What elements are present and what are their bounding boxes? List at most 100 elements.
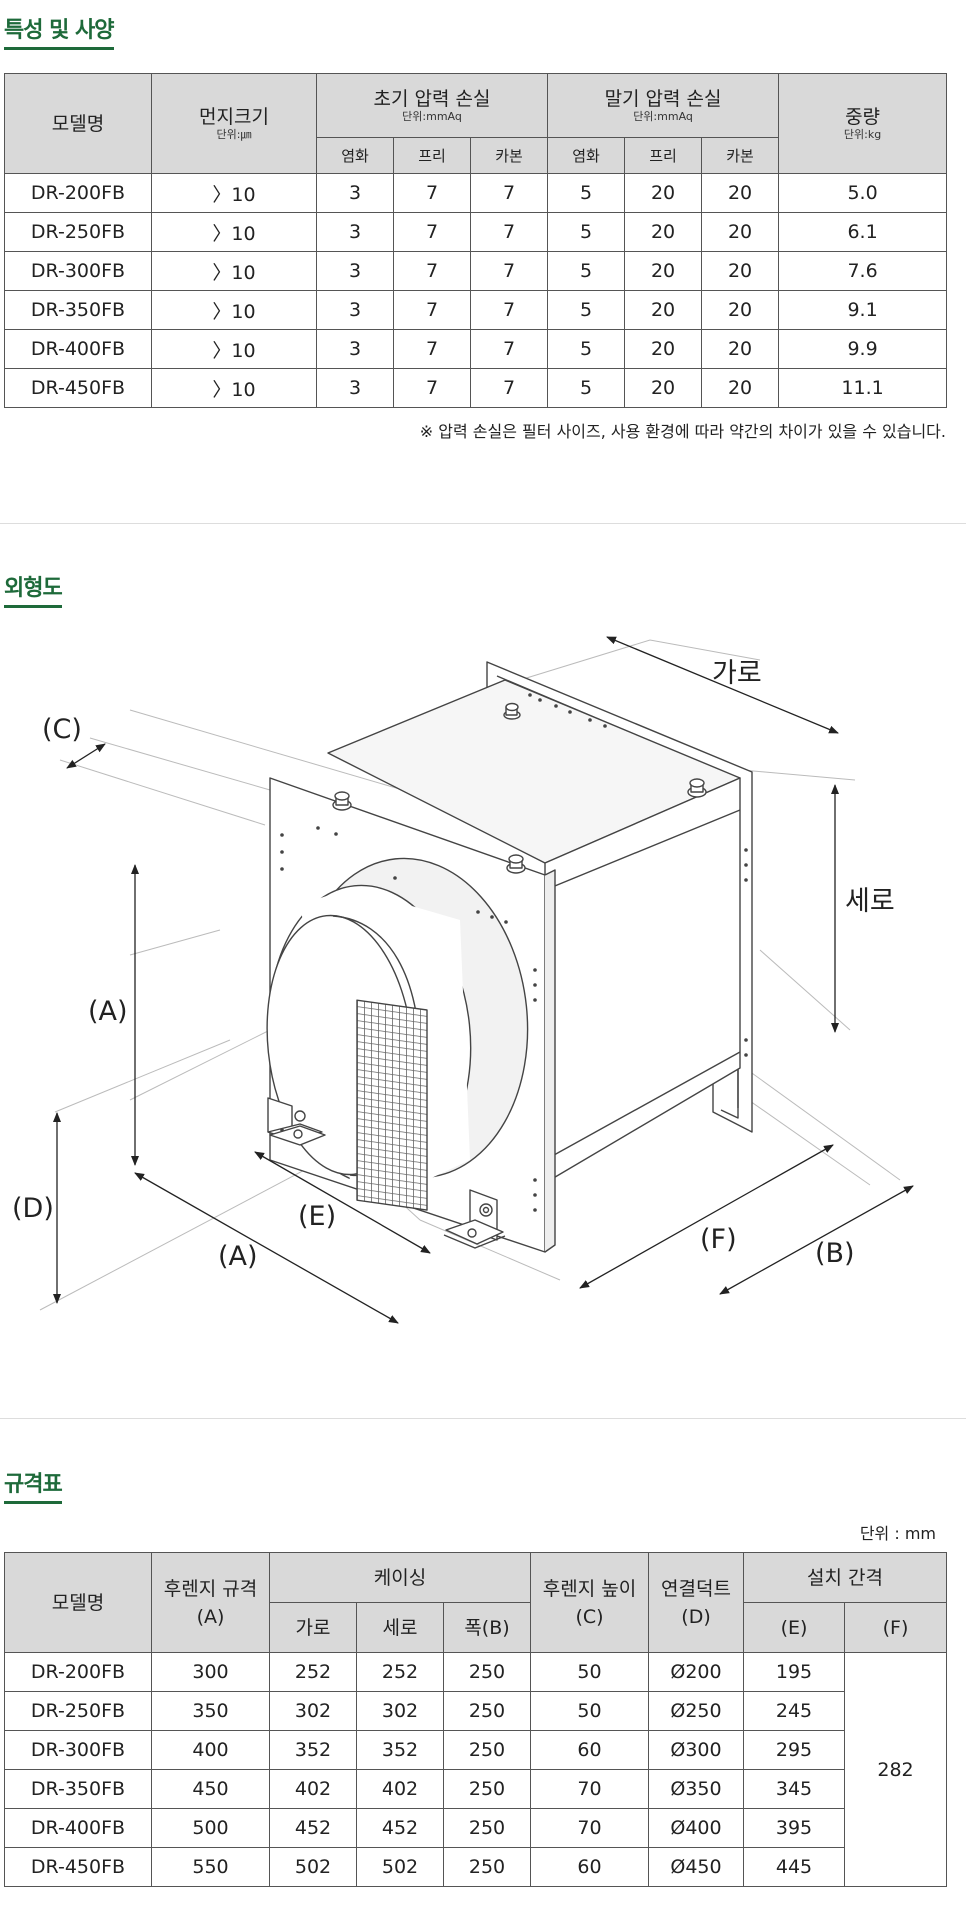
spec-cell: 3	[316, 290, 394, 330]
size-cell: 350	[151, 1691, 270, 1731]
size-header-casing-width: 가로	[269, 1602, 357, 1653]
size-cell: 502	[356, 1847, 444, 1887]
spec-cell: 7	[393, 368, 471, 408]
size-cell: DR-300FB	[4, 1730, 152, 1770]
size-cell-gap-f: 282	[844, 1652, 948, 1887]
spec-cell: 7	[469, 329, 549, 369]
size-cell: DR-400FB	[4, 1808, 152, 1848]
dim-b-label: (B)	[815, 1238, 855, 1269]
size-cell: 300	[151, 1652, 270, 1692]
spec-cell: 〉10	[151, 290, 317, 330]
size-cell: 252	[269, 1652, 357, 1692]
spec-cell: 20	[624, 173, 703, 213]
size-unit-label: 단위 : mm	[859, 1524, 936, 1543]
spec-header-model: 모델명	[4, 73, 152, 174]
size-cell: 250	[442, 1847, 532, 1887]
dim-f-label: (F)	[700, 1224, 737, 1255]
dim-c-line	[66, 743, 106, 769]
size-cell: 295	[743, 1730, 846, 1770]
size-cell: Ø300	[648, 1730, 745, 1770]
spec-cell: 6.1	[778, 212, 948, 252]
panel-holes	[280, 693, 748, 1212]
size-header-gap: 설치 간격	[743, 1552, 948, 1603]
spec-cell: 20	[701, 251, 780, 291]
size-header-model: 모델명	[4, 1552, 152, 1653]
dim-e-label: (E)	[298, 1201, 336, 1232]
size-cell: 250	[442, 1730, 532, 1770]
spec-cell: DR-450FB	[4, 368, 152, 408]
title-underline	[4, 47, 114, 50]
size-cell: DR-250FB	[4, 1691, 152, 1731]
section-divider	[0, 1418, 966, 1419]
size-cell: 250	[442, 1808, 532, 1848]
size-cell: 50	[530, 1652, 650, 1692]
spec-cell: 7	[469, 251, 549, 291]
size-cell: 50	[530, 1691, 650, 1731]
spec-cell: 7	[469, 290, 549, 330]
spec-cell: 5	[547, 212, 626, 252]
size-header-casing: 케이싱	[268, 1552, 532, 1603]
spec-cell: 7	[393, 290, 471, 330]
spec-cell: 11.1	[778, 368, 948, 408]
size-cell: 452	[356, 1808, 444, 1848]
knob-screws	[332, 702, 707, 874]
size-cell: Ø400	[648, 1808, 745, 1848]
size-cell: 400	[151, 1730, 270, 1770]
mounting-foot-right	[443, 1189, 506, 1249]
dim-a-vert-label: (A)	[88, 996, 128, 1027]
spec-cell: 〉10	[151, 251, 317, 291]
size-table: 모델명 후렌지 규격(A) 케이싱 후렌지 높이(C) 연결덕트(D) 설치 간…	[4, 1552, 948, 1887]
spec-cell: 3	[316, 212, 394, 252]
dim-d-label: (D)	[12, 1193, 54, 1224]
size-cell: DR-350FB	[4, 1769, 152, 1809]
spec-cell: 5	[547, 251, 626, 291]
spec-subheader-5: 카본	[701, 137, 780, 174]
spec-cell: 5	[547, 173, 626, 213]
size-cell: 445	[743, 1847, 846, 1887]
size-cell: 402	[356, 1769, 444, 1809]
size-cell: Ø450	[648, 1847, 745, 1887]
spec-cell: 20	[701, 290, 780, 330]
dim-f-line	[579, 1144, 834, 1289]
size-cell: 345	[743, 1769, 846, 1809]
spec-cell: 20	[701, 368, 780, 408]
size-cell: 395	[743, 1808, 846, 1848]
spec-cell: 7	[393, 212, 471, 252]
outline-drawing: 가로 세로 (C) (A) (D) (E) (A) (F) (B)	[12, 636, 914, 1324]
section-divider	[0, 523, 966, 524]
outline-section-title-text: 외형도	[4, 576, 63, 601]
mounting-foot-left	[267, 1097, 326, 1146]
spec-cell: 9.1	[778, 290, 948, 330]
size-cell: 60	[530, 1730, 650, 1770]
spec-section-title-text: 특성 및 사양	[4, 18, 115, 43]
size-cell: 195	[743, 1652, 846, 1692]
size-cell: 452	[269, 1808, 357, 1848]
size-cell: 250	[442, 1769, 532, 1809]
size-header-casing-height: 세로	[356, 1602, 444, 1653]
spec-cell: 7	[469, 212, 549, 252]
size-cell: DR-200FB	[4, 1652, 152, 1692]
size-cell: 250	[442, 1691, 532, 1731]
spec-cell: 〉10	[151, 368, 317, 408]
size-cell: 302	[269, 1691, 357, 1731]
size-section-title: 규격표	[4, 1466, 63, 1504]
spec-cell: 20	[624, 329, 703, 369]
spec-subheader-0: 염화	[316, 137, 394, 174]
spec-cell: 7.6	[778, 251, 948, 291]
size-cell: 502	[269, 1847, 357, 1887]
size-cell: 250	[442, 1652, 532, 1692]
spec-cell: 5	[547, 368, 626, 408]
size-cell: Ø350	[648, 1769, 745, 1809]
dim-b-line	[719, 1185, 914, 1295]
spec-cell: 20	[624, 290, 703, 330]
size-cell: 60	[530, 1847, 650, 1887]
spec-subheader-2: 카본	[469, 137, 549, 174]
pressure-note: ※ 압력 손실은 필터 사이즈, 사용 환경에 따라 약간의 차이가 있을 수 …	[419, 422, 946, 441]
spec-cell: 7	[469, 173, 549, 213]
